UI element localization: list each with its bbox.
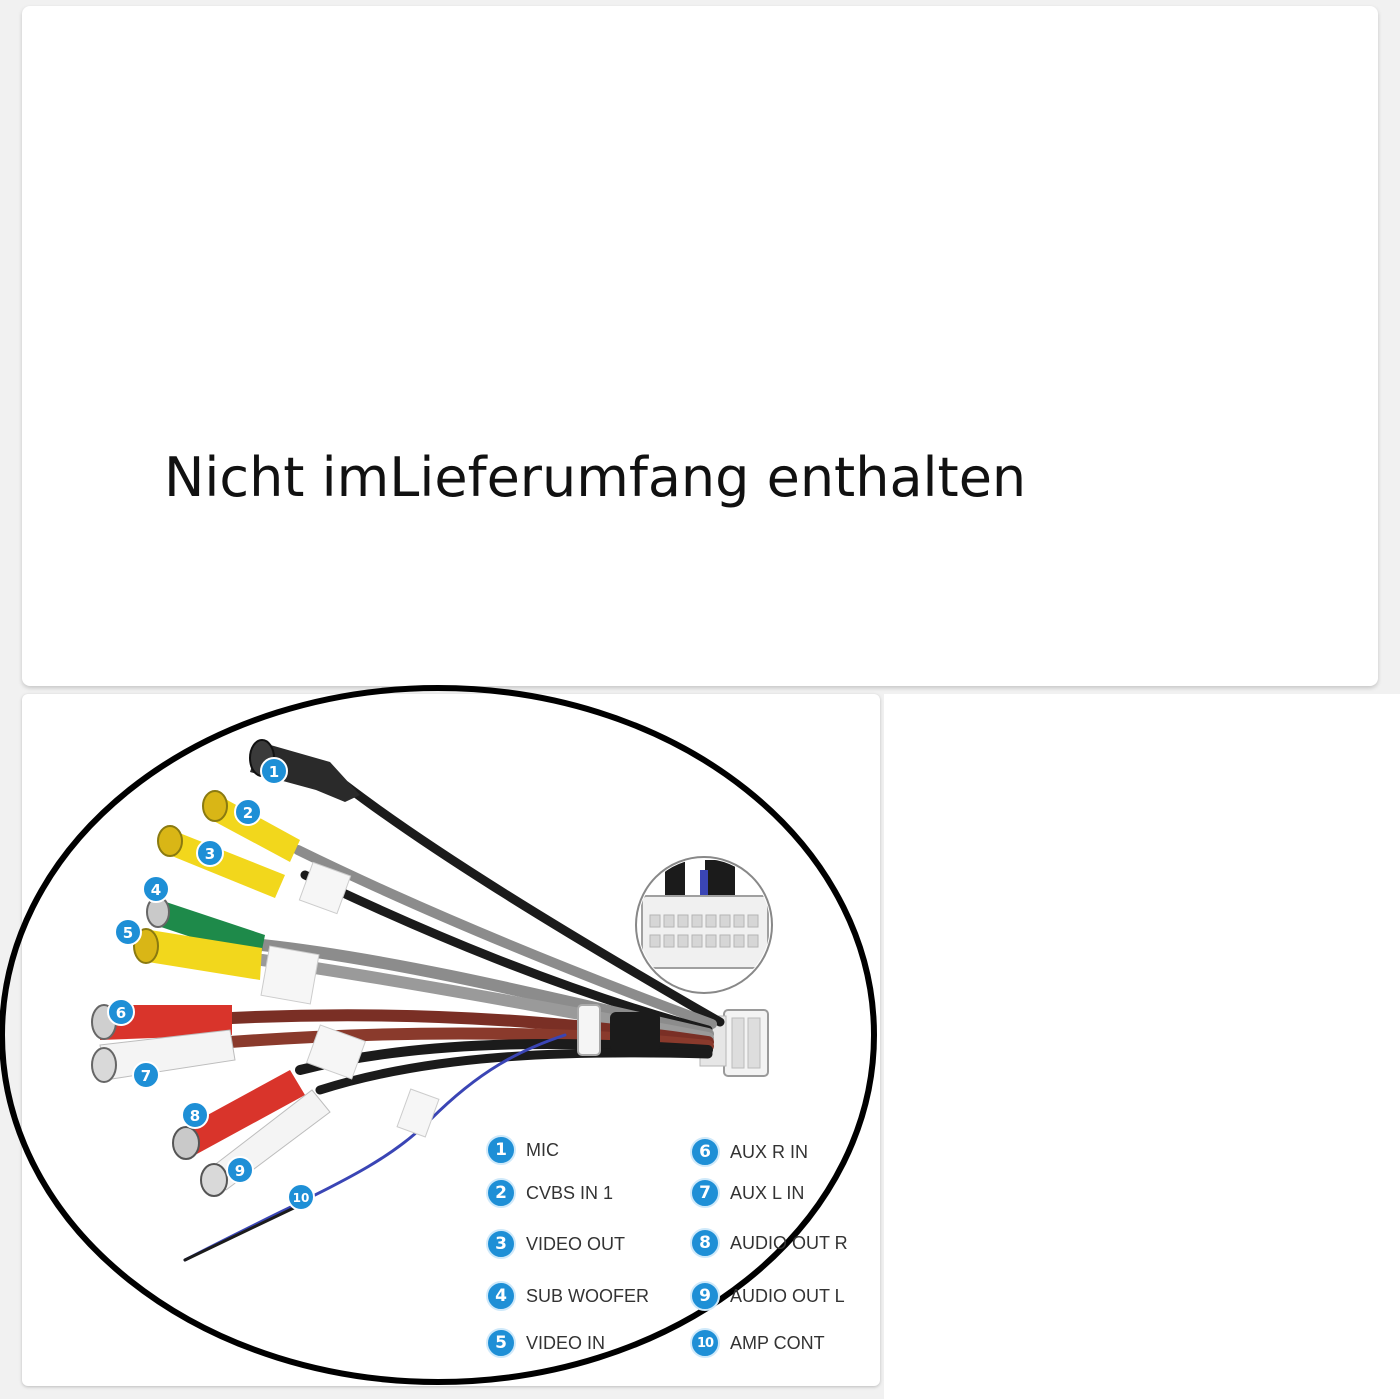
badge-7: 7 xyxy=(132,1061,160,1089)
svg-text:3: 3 xyxy=(205,845,215,863)
badge-6: 6 xyxy=(107,998,135,1026)
cable-number-badges: 1 2 3 4 5 6 7 8 9 10 xyxy=(107,757,315,1211)
legend-badge-8: 8 xyxy=(690,1228,720,1258)
svg-text:4: 4 xyxy=(151,881,161,899)
legend-badge-4: 4 xyxy=(486,1281,516,1311)
legend-label-7: AUX L IN xyxy=(730,1182,805,1203)
legend-badge-3: 3 xyxy=(486,1229,516,1259)
legend-label-9: AUDIO OUT L xyxy=(730,1285,845,1306)
svg-text:1: 1 xyxy=(269,763,279,781)
legend-badge-2: 2 xyxy=(486,1178,516,1208)
connector-rca-5 xyxy=(133,928,262,980)
cable-amp-tip xyxy=(183,1203,302,1262)
svg-text:8: 8 xyxy=(190,1107,200,1125)
legend-label-5: VIDEO IN xyxy=(526,1332,606,1353)
badge-9: 9 xyxy=(226,1156,254,1184)
connector-rca-3 xyxy=(157,825,285,898)
caption-text: Nicht imLieferumfang enthalten xyxy=(164,446,1027,509)
legend-label-2: CVBS IN 1 xyxy=(526,1182,614,1203)
svg-text:9: 9 xyxy=(235,1162,245,1180)
highlight-ellipse xyxy=(0,685,877,1385)
legend-item-1: 1 MIC xyxy=(486,1134,559,1166)
legend-badge-10: 10 xyxy=(690,1328,720,1358)
badge-1: 1 xyxy=(260,757,288,785)
legend-badge-9: 9 xyxy=(690,1281,720,1311)
cable-sleeve xyxy=(610,1012,660,1052)
badge-10: 10 xyxy=(287,1183,315,1211)
legend-badge-5: 5 xyxy=(486,1328,516,1358)
legend-item-2: 2 CVBS IN 1 xyxy=(486,1177,613,1209)
connector-rca-8 xyxy=(172,1070,305,1160)
svg-text:10: 10 xyxy=(293,1191,310,1205)
cable-9 xyxy=(315,1048,713,1095)
blank-area xyxy=(884,694,1400,1399)
cable-tags xyxy=(260,861,440,1138)
svg-text:5: 5 xyxy=(123,924,133,942)
cable-tie xyxy=(577,1004,601,1056)
legend-label-4: SUB WOOFER xyxy=(526,1285,650,1306)
connector-rca-2 xyxy=(202,790,300,862)
legend-item-5: 5 VIDEO IN xyxy=(486,1327,605,1359)
legend-item-6: 6 AUX R IN xyxy=(690,1136,808,1168)
svg-text:6: 6 xyxy=(116,1004,126,1022)
top-panel: Nicht imLieferumfang enthalten xyxy=(22,6,1378,686)
legend-label-10: AMP CONT xyxy=(730,1332,825,1353)
cable-2 xyxy=(293,845,717,1029)
legend-item-8: 8 AUDIO OUT R xyxy=(690,1227,848,1259)
legend-badge-7: 7 xyxy=(690,1178,720,1208)
connector-rca-7 xyxy=(91,1029,236,1083)
legend-label-1: MIC xyxy=(526,1139,559,1160)
legend-badge-6: 6 xyxy=(690,1137,720,1167)
legend-badge-1: 1 xyxy=(486,1135,516,1165)
legend-item-9: 9 AUDIO OUT L xyxy=(690,1280,845,1312)
svg-text:2: 2 xyxy=(243,804,253,822)
badge-2: 2 xyxy=(234,798,262,826)
cable-mic xyxy=(340,780,725,1027)
legend-item-10: 10 AMP CONT xyxy=(690,1327,825,1359)
badge-8: 8 xyxy=(181,1101,209,1129)
legend-label-8: AUDIO OUT R xyxy=(730,1232,848,1253)
legend-label-6: AUX R IN xyxy=(730,1141,809,1162)
legend-label-3: VIDEO OUT xyxy=(526,1233,626,1254)
legend-item-3: 3 VIDEO OUT xyxy=(486,1228,625,1260)
legend-item-4: 4 SUB WOOFER xyxy=(486,1280,649,1312)
legend-item-7: 7 AUX L IN xyxy=(690,1177,804,1209)
badge-3: 3 xyxy=(196,839,224,867)
badge-5: 5 xyxy=(114,918,142,946)
svg-text:7: 7 xyxy=(141,1067,151,1085)
badge-4: 4 xyxy=(142,875,170,903)
plug-closeup-inset xyxy=(635,856,773,994)
